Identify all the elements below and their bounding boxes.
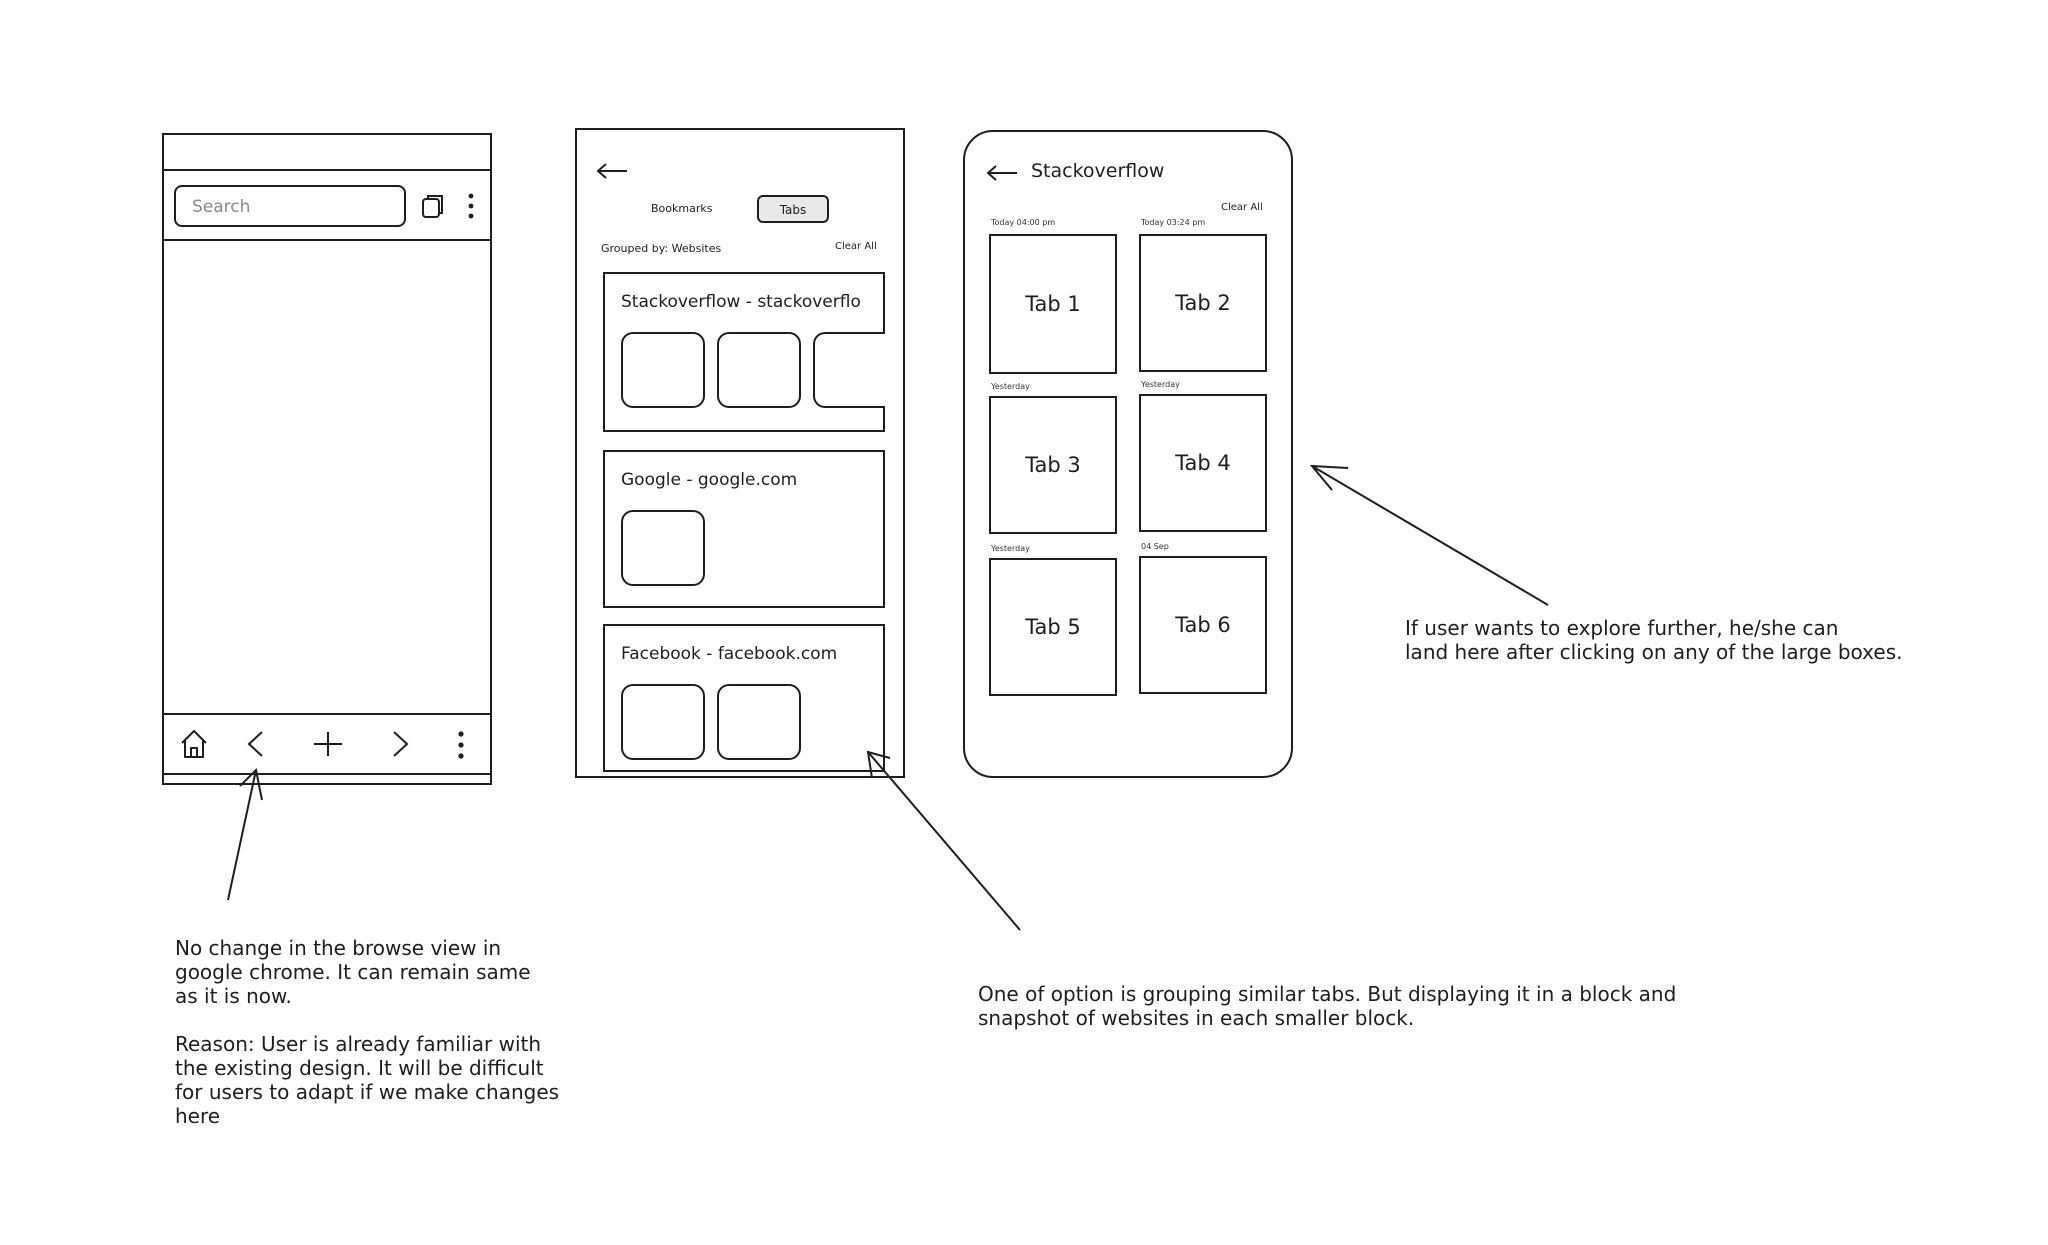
browse-view-note: No change in the browse view in google c… [175, 936, 560, 1128]
tab-card-label: Tab 2 [1175, 291, 1231, 315]
group-card-stackoverflow[interactable]: Stackoverflow - stackoverflo [603, 272, 885, 432]
tab-timestamp: 04 Sep [1141, 542, 1169, 551]
clear-all-link[interactable]: Clear All [1221, 202, 1263, 213]
search-input[interactable]: Search [174, 185, 406, 227]
tab-card[interactable]: Tab 4 [1139, 394, 1267, 532]
tabs-switcher-icon[interactable] [420, 193, 446, 221]
group-title: Google - google.com [621, 470, 798, 490]
overflow-menu-icon[interactable] [466, 191, 476, 221]
tab-timestamp: Yesterday [991, 544, 1030, 553]
tab-tabs[interactable]: Tabs [757, 195, 829, 223]
explore-note: If user wants to explore further, he/she… [1405, 616, 1903, 664]
group-card-facebook[interactable]: Facebook - facebook.com [603, 624, 885, 772]
tab-card[interactable]: Tab 5 [989, 558, 1117, 696]
back-arrow-icon[interactable] [985, 164, 1019, 182]
grouping-note: One of option is grouping similar tabs. … [978, 982, 1677, 1030]
search-placeholder: Search [192, 197, 251, 217]
group-title: Facebook - facebook.com [621, 644, 838, 664]
tab-card-label: Tab 1 [1025, 292, 1081, 316]
arrow-to-grouped-view [866, 750, 1021, 931]
grouped-by-label: Grouped by: Websites [601, 242, 722, 255]
clear-all-link[interactable]: Clear All [835, 241, 877, 252]
menu-dots-icon[interactable] [454, 729, 468, 761]
back-arrow-icon[interactable] [595, 162, 629, 180]
tab-card-label: Tab 4 [1175, 451, 1231, 475]
tab-card-label: Tab 6 [1175, 613, 1231, 637]
site-snapshot-thumbnail[interactable] [621, 510, 705, 586]
site-snapshot-thumbnail[interactable] [621, 684, 705, 760]
home-icon[interactable] [178, 727, 210, 761]
arrow-to-bottom-nav [227, 767, 263, 901]
browse-top-bar: Search [164, 169, 490, 241]
group-title: Stackoverflow - stackoverflo [621, 292, 861, 312]
tab-card-label: Tab 3 [1025, 453, 1081, 477]
arrow-to-detail-view [1309, 464, 1549, 606]
tab-timestamp: Today 03:24 pm [1141, 218, 1206, 227]
tab-card-label: Tab 5 [1025, 615, 1081, 639]
tab-timestamp: Yesterday [1141, 380, 1180, 389]
back-icon[interactable] [244, 729, 266, 759]
tab-bookmarks[interactable]: Bookmarks [651, 202, 713, 215]
site-snapshot-thumbnail[interactable] [621, 332, 705, 408]
tab-timestamp: Yesterday [991, 382, 1030, 391]
plus-icon[interactable] [312, 729, 344, 759]
browse-view-frame: Search [162, 133, 492, 785]
grouped-view-frame: Bookmarks Tabs Grouped by: Websites Clea… [575, 128, 905, 778]
forward-icon[interactable] [390, 729, 412, 759]
tab-card[interactable]: Tab 1 [989, 234, 1117, 374]
tab-tabs-label: Tabs [779, 203, 807, 217]
detail-title: Stackoverflow [1031, 160, 1165, 182]
site-snapshot-thumbnail[interactable] [717, 332, 801, 408]
site-snapshot-thumbnail[interactable] [813, 332, 885, 408]
tab-card[interactable]: Tab 3 [989, 396, 1117, 534]
tab-card[interactable]: Tab 6 [1139, 556, 1267, 694]
site-snapshot-thumbnail[interactable] [717, 684, 801, 760]
detail-view-frame: Stackoverflow Clear All Today 04:00 pm T… [963, 130, 1293, 778]
tab-timestamp: Today 04:00 pm [991, 218, 1056, 227]
group-card-google[interactable]: Google - google.com [603, 450, 885, 608]
browse-bottom-nav [164, 713, 490, 775]
tab-card[interactable]: Tab 2 [1139, 234, 1267, 372]
